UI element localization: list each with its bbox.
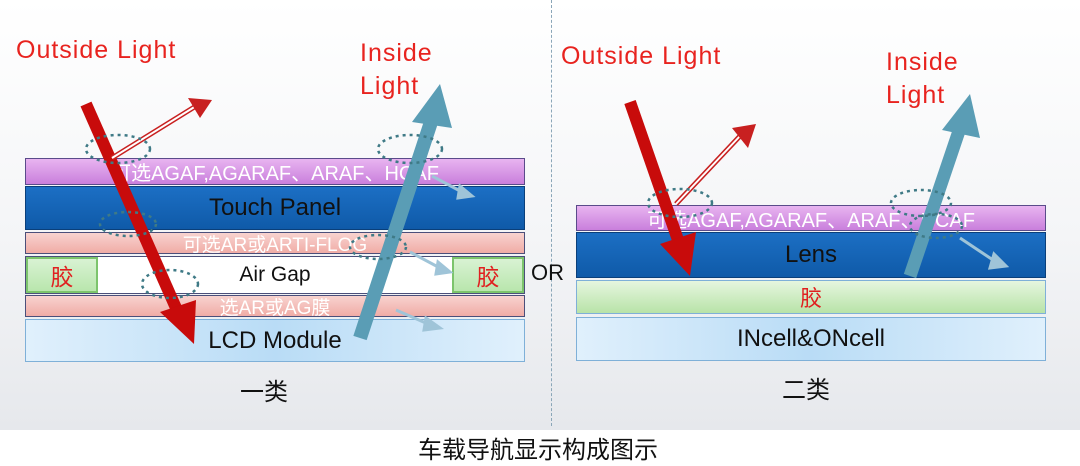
right-outside-light-label: Outside Light <box>561 42 722 70</box>
glue-layer: 胶 <box>576 280 1046 314</box>
right-glue-label: 胶 <box>476 264 500 290</box>
left-reflection-arrow <box>110 98 212 161</box>
right-inside-light-label-1: Inside <box>886 48 959 76</box>
or-label: OR <box>531 260 564 285</box>
left-glue-label: 胶 <box>50 264 74 290</box>
air-gap-layer: Air Gap <box>25 256 525 294</box>
left-outside-light-arrow <box>80 101 196 344</box>
right-outside-light-arrow <box>624 100 696 276</box>
right-inside-light-label-2: Light <box>886 81 946 109</box>
air-gap-label: Air Gap <box>239 263 311 286</box>
left-outside-light-label: Outside Light <box>16 36 177 64</box>
left-glue-tab: 胶 <box>26 257 98 293</box>
left-interface-ellipses <box>84 133 444 300</box>
right-category-label: 二类 <box>782 376 830 404</box>
left-coating-label: 可选AGAF,AGARAF、ARAF、HCAF <box>111 163 439 185</box>
incell-label: INcell&ONcell <box>736 325 886 352</box>
right-coating-layer: 可选AGAF,AGARAF、ARAF、HCAF <box>576 205 1046 232</box>
lens-label: Lens <box>784 241 838 268</box>
right-internal-reflection-arrow <box>959 236 1010 270</box>
touch-panel-label: Touch Panel <box>208 194 342 221</box>
lower-film-label: 选AR或AG膜 <box>219 297 331 319</box>
left-inside-light-arrow <box>353 84 452 341</box>
lcd-module-label: LCD Module <box>208 326 342 354</box>
right-interface-ellipses <box>646 187 964 240</box>
left-internal-reflection-arrows <box>395 174 476 332</box>
glue-layer-label: 胶 <box>799 286 822 311</box>
ar-film-label: 可选AR或ARTI-FLOG <box>182 234 368 256</box>
right-reflection-arrow <box>674 124 756 206</box>
lcd-module-layer: LCD Module <box>25 319 525 362</box>
left-inside-light-label-2: Light <box>360 72 420 100</box>
right-inside-light-arrow <box>903 94 980 279</box>
right-coating-label: 可选AGAF,AGARAF、ARAF、HCAF <box>647 209 975 232</box>
section-divider <box>551 0 552 426</box>
lens-layer: Lens <box>576 232 1046 278</box>
touch-panel-layer: Touch Panel <box>25 186 525 230</box>
figure-caption: 车载导航显示构成图示 <box>418 436 658 464</box>
left-category-label: 一类 <box>240 378 288 406</box>
right-glue-tab: 胶 <box>452 257 524 293</box>
left-inside-light-label-1: Inside <box>360 39 433 67</box>
incell-layer: INcell&ONcell <box>576 317 1046 361</box>
